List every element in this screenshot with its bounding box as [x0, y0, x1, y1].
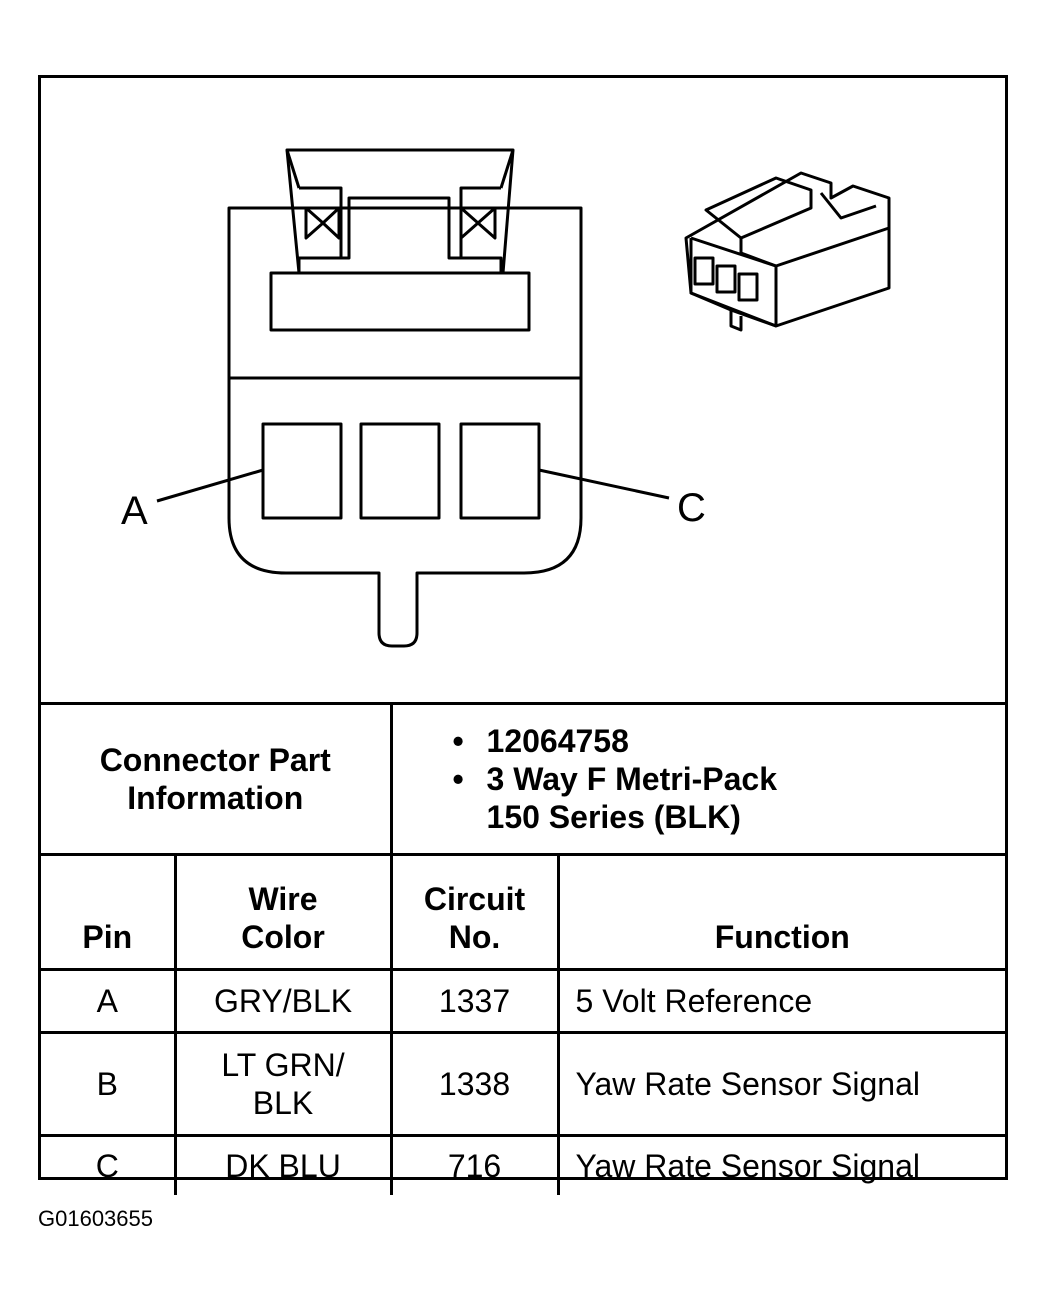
col-header-wire-color-line1: Wire: [248, 881, 318, 917]
function-cell: Yaw Rate Sensor Signal: [556, 1031, 1006, 1137]
function-cell: Yaw Rate Sensor Signal: [556, 1134, 1006, 1195]
part-info-row: Connector Part Information • 12064758 • 3 …: [41, 702, 1006, 856]
lock-tab-base: [269, 196, 531, 332]
circuit-cell: 716: [389, 1134, 560, 1195]
connector-body-outline: [227, 206, 583, 648]
part-description-line1: 3 Way F Metri-Pack: [486, 761, 777, 797]
diagram-frame: A C Connector Part Information • 12064758…: [38, 75, 1008, 1195]
part-number: 12064758: [486, 723, 629, 759]
leader-line-c: [538, 468, 670, 500]
leader-line-a: [156, 468, 264, 503]
col-header-wire-color: Wire Color: [173, 853, 393, 971]
part-info-title: Connector Part Information: [41, 702, 393, 856]
connector-face-diagram: [156, 148, 891, 648]
lock-tab-rail: [285, 148, 515, 275]
pin-cell: B: [41, 1031, 177, 1137]
col-header-wire-color-line2: Color: [241, 919, 325, 955]
part-description-line2: 150 Series (BLK): [486, 799, 741, 835]
connector-info-table: Connector Part Information • 12064758 • 3 …: [41, 702, 1006, 1195]
bullet-icon: •: [452, 723, 464, 759]
circuit-cell: 1338: [389, 1031, 560, 1137]
connector-isometric-sketch: [684, 171, 891, 332]
col-header-circuit-line1: Circuit: [423, 881, 526, 917]
wire-color-cell: GRY/BLK: [173, 968, 393, 1034]
column-header-row: Pin Wire Color Circuit No. Function: [41, 853, 1006, 971]
part-info-list: • 12064758 • 3 Way F Metri-Pack 150 Series…: [389, 702, 1006, 856]
wire-color-cell: LT GRN/ BLK: [173, 1031, 393, 1137]
pin-cell: C: [41, 1134, 177, 1195]
table-row: A GRY/BLK 1337 5 Volt Reference: [41, 968, 1006, 1034]
pin-cell: A: [41, 968, 177, 1034]
figure-id: G01603655: [38, 1206, 153, 1231]
table-row: B LT GRN/ BLK 1338 Yaw Rate Sensor Signa…: [41, 1031, 1006, 1137]
col-header-pin: Pin: [41, 853, 177, 971]
function-cell: 5 Volt Reference: [556, 968, 1006, 1034]
col-header-circuit-line2: No.: [448, 919, 501, 955]
bullet-icon: •: [452, 761, 464, 797]
wire-color-cell: DK BLU: [173, 1134, 393, 1195]
circuit-cell: 1337: [389, 968, 560, 1034]
pin-label-a: A: [121, 489, 148, 533]
cavity-b: [359, 422, 441, 520]
table-row: C DK BLU 716 Yaw Rate Sensor Signal: [41, 1134, 1006, 1195]
cavity-c: [459, 422, 541, 520]
cavity-a: [261, 422, 343, 520]
pin-label-c: C: [677, 486, 706, 530]
col-header-circuit: Circuit No.: [389, 853, 560, 971]
wire-color-line1: LT GRN/: [221, 1047, 345, 1083]
col-header-function: Function: [556, 853, 1006, 971]
wire-color-line2: BLK: [252, 1085, 314, 1121]
